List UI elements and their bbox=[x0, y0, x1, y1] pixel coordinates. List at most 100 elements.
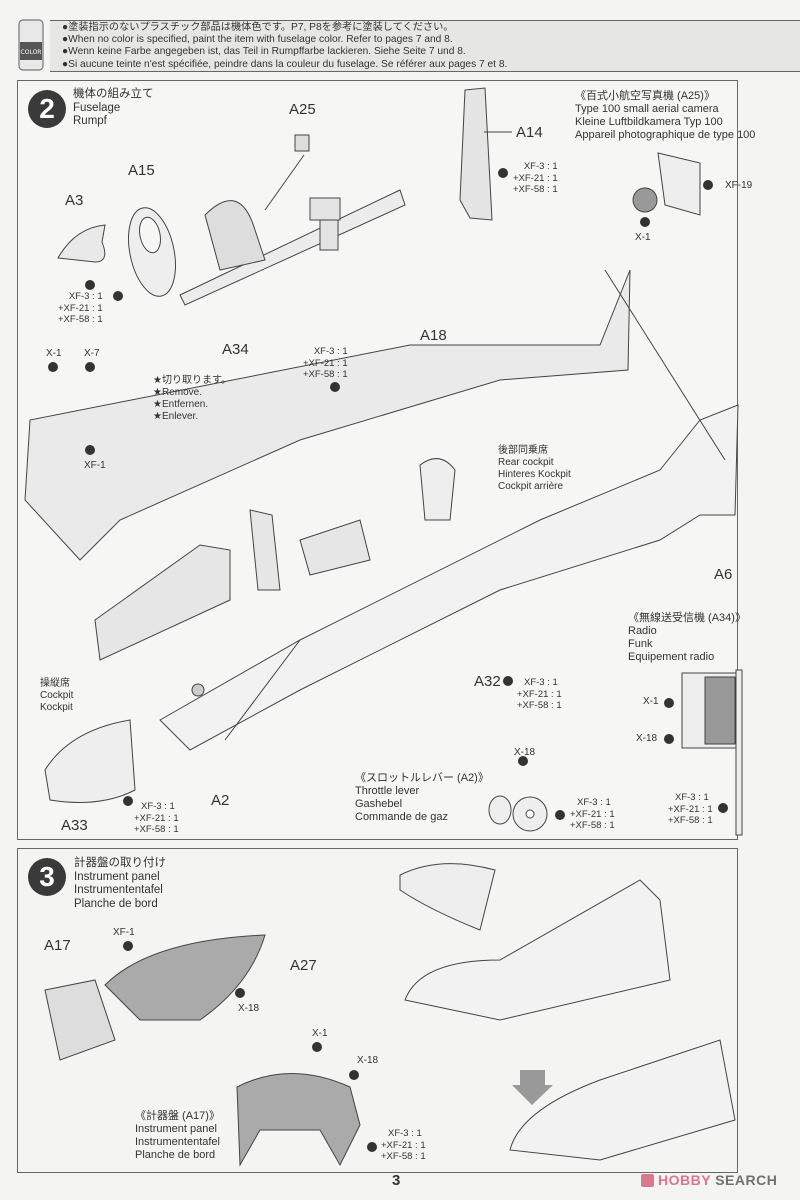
mix-line: +XF-21 : 1 bbox=[381, 1139, 426, 1151]
a17-panel-drawing bbox=[44, 979, 116, 1061]
a27-top-color: XF-1 bbox=[113, 927, 135, 938]
radio-title-fr: Funk bbox=[628, 638, 653, 650]
note-line-de: ●Wenn keine Farbe angegeben ist, das Tei… bbox=[62, 46, 466, 58]
mix-line: XF-3 : 1 bbox=[388, 1128, 422, 1139]
a2-part-drawing bbox=[191, 683, 205, 697]
watermark-search: SEARCH bbox=[715, 1172, 778, 1188]
remove-note-fr: ★Enlever. bbox=[153, 411, 199, 422]
part-label-a17: A17 bbox=[44, 937, 71, 954]
mix-line: XF-3 : 1 bbox=[141, 801, 175, 812]
a14-part-drawing bbox=[459, 87, 493, 221]
panel-title-fr: Planche de bord bbox=[135, 1149, 216, 1161]
a3-part-drawing bbox=[57, 224, 106, 263]
radio-title-en: Radio bbox=[628, 625, 657, 637]
svg-text:COLOR: COLOR bbox=[21, 49, 42, 56]
watermark-hobby: HOBBY bbox=[658, 1172, 711, 1188]
camera-title-fr: Appareil photographique de type 100 bbox=[575, 129, 756, 141]
camera-lens-color: X-1 bbox=[635, 232, 651, 243]
throttle-title-fr: Commande de gaz bbox=[355, 811, 448, 823]
mix-line: +XF-58 : 1 bbox=[134, 824, 179, 835]
part-label-a6: A6 bbox=[714, 566, 733, 583]
paint-note-bar bbox=[50, 20, 800, 72]
paint-note-text: ●塗装指示のないプラスチック部品は機体色です。P7, P8を参考に塗装してくださ… bbox=[62, 22, 507, 71]
mix-line: +XF-58 : 1 bbox=[381, 1151, 426, 1162]
color-x7-label: X-7 bbox=[84, 348, 100, 359]
part-label-a25: A25 bbox=[289, 101, 316, 118]
page-number: 3 bbox=[392, 1172, 401, 1189]
part-label-a18: A18 bbox=[420, 327, 447, 344]
step-2-title-en: Fuselage bbox=[73, 101, 121, 114]
step-3-title-ja: 計器盤の取り付け bbox=[74, 857, 166, 869]
fuselage-step3-drawing bbox=[404, 879, 671, 1021]
cockpit-de: Kockpit bbox=[40, 702, 73, 713]
canopy-open-drawing bbox=[399, 863, 496, 931]
step-3-title: 計器盤の取り付け Instrument panel Instrumententa… bbox=[74, 857, 166, 911]
part-label-a2: A2 bbox=[211, 792, 230, 809]
rear-cockpit-de: Hinteres Kockpit bbox=[498, 469, 571, 480]
paint-markers bbox=[48, 168, 728, 1152]
throttle-detail-drawing bbox=[488, 795, 548, 832]
cockpit-label: 操縦席 Cockpit Kockpit bbox=[40, 678, 73, 714]
part-label-a14: A14 bbox=[516, 124, 543, 141]
down-arrow-icon bbox=[512, 1070, 553, 1105]
step-2-title-ja: 機体の組み立て bbox=[73, 88, 154, 100]
throttle-title-ja: 《スロットルレバー (A2)》 bbox=[355, 772, 489, 784]
mix-line: +XF-21 : 1 bbox=[303, 357, 348, 369]
step-2-title: 機体の組み立て Fuselage Rumpf bbox=[73, 88, 154, 129]
part-label-a15: A15 bbox=[128, 162, 155, 179]
part-label-a34: A34 bbox=[222, 341, 249, 358]
rear-cockpit-en: Rear cockpit bbox=[498, 457, 554, 468]
panel-color-x18: X-18 bbox=[357, 1055, 379, 1066]
mix-line: XF-3 : 1 bbox=[313, 346, 348, 357]
instrument-panel-drawing bbox=[236, 1073, 361, 1167]
mix-line: +XF-58 : 1 bbox=[513, 184, 558, 195]
a27-inner-color: X-18 bbox=[238, 1003, 260, 1014]
throttle-knob-color: X-18 bbox=[514, 747, 536, 758]
step-3-title-de: Instrumententafel bbox=[74, 884, 163, 896]
step-3-badge: 3 bbox=[28, 858, 66, 896]
part-label-a33: A33 bbox=[61, 817, 88, 834]
mix-line: +XF-21 : 1 bbox=[517, 688, 562, 700]
panel-title-de: Instrumententafel bbox=[135, 1136, 220, 1148]
mix-line: +XF-21 : 1 bbox=[513, 172, 558, 184]
panel-callout: 《計器盤 (A17)》 Instrument panel Instrumente… bbox=[135, 1110, 220, 1162]
mix-line: +XF-58 : 1 bbox=[668, 815, 713, 826]
step-3-title-fr: Planche de bord bbox=[74, 897, 158, 910]
step-2-title-de: Rumpf bbox=[73, 115, 107, 127]
a3-paint-mix: XF-3 : 1 +XF-21 : 1 +XF-58 : 1 bbox=[58, 291, 103, 326]
remove-note-de: ★Entfernen. bbox=[153, 399, 209, 410]
mix-line: +XF-21 : 1 bbox=[134, 812, 179, 824]
a32-paint-mix: XF-3 : 1 +XF-21 : 1 +XF-58 : 1 bbox=[517, 677, 562, 712]
a25-part-drawing bbox=[294, 134, 310, 152]
rear-cockpit-ja: 後部同乗席 bbox=[498, 445, 548, 456]
panel-color-x1: X-1 bbox=[312, 1028, 328, 1039]
throttle-title-de: Gashebel bbox=[355, 798, 403, 810]
panel-title-ja: 《計器盤 (A17)》 bbox=[135, 1110, 220, 1122]
radio-detail-drawing bbox=[681, 669, 743, 836]
mix-line: +XF-21 : 1 bbox=[668, 803, 713, 815]
radio-mast-paint-mix: XF-3 : 1 +XF-21 : 1 +XF-58 : 1 bbox=[668, 792, 713, 827]
watermark: HOBBY SEARCH bbox=[641, 1172, 777, 1188]
camera-title-en: Type 100 small aerial camera bbox=[575, 103, 719, 115]
radio-callout: 《無線送受信機 (A34)》 Radio Funk Equipement rad… bbox=[628, 612, 746, 664]
note-line-ja: ●塗装指示のないプラスチック部品は機体色です。P7, P8を参考に塗装してくださ… bbox=[62, 22, 454, 33]
camera-detail-drawing bbox=[632, 152, 701, 216]
color-x1-label: X-1 bbox=[46, 348, 62, 359]
mix-line: +XF-58 : 1 bbox=[570, 820, 615, 831]
camera-title-de: Kleine Luftbildkamera Typ 100 bbox=[575, 116, 723, 128]
panel-title-en: Instrument panel bbox=[135, 1123, 217, 1135]
rear-cockpit-fr: Cockpit arrière bbox=[498, 481, 564, 492]
mix-line: XF-3 : 1 bbox=[68, 291, 103, 302]
remove-note-ja: ★切り取ります。 bbox=[153, 375, 231, 386]
a33-paint-mix: XF-3 : 1 +XF-21 : 1 +XF-58 : 1 bbox=[134, 801, 179, 836]
radio-title-fr2: Equipement radio bbox=[628, 651, 715, 663]
mix-line: +XF-58 : 1 bbox=[58, 314, 103, 325]
panel-paint-mix: XF-3 : 1 +XF-21 : 1 +XF-58 : 1 bbox=[381, 1128, 426, 1163]
step3-frame bbox=[17, 848, 738, 1173]
rear-cockpit-label: 後部同乗席 Rear cockpit Hinteres Kockpit Cock… bbox=[498, 445, 571, 493]
mix-line: +XF-21 : 1 bbox=[58, 302, 103, 314]
paint-can-icon: COLOR bbox=[18, 19, 44, 71]
hobby-search-logo-icon bbox=[641, 1174, 654, 1187]
radio-title-ja: 《無線送受信機 (A34)》 bbox=[628, 612, 746, 624]
